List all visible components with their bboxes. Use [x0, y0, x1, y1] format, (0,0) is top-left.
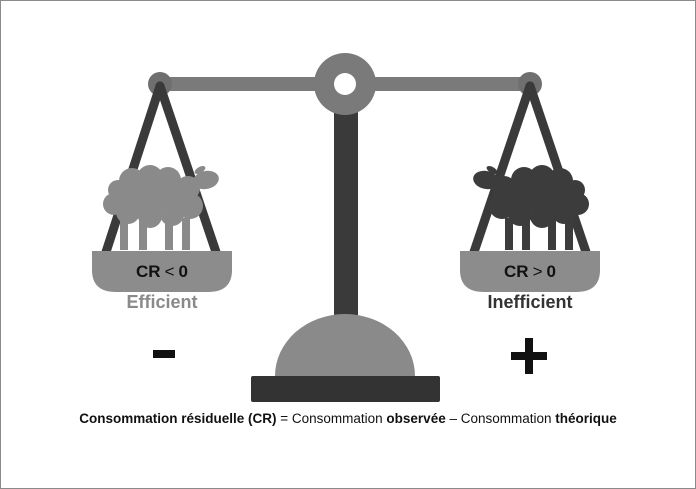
formula-equals-text: = Consommation	[276, 411, 387, 426]
formula-term-theoretical: théorique	[555, 411, 617, 426]
inefficient-label: Inefficient	[487, 292, 572, 312]
right-pan-cr-label: CR>0	[504, 262, 556, 281]
left-pan	[92, 251, 232, 292]
formula-caption: Consommation résiduelle (CR) = Consommat…	[0, 411, 696, 426]
pivot-hole	[334, 73, 356, 95]
base-dome	[275, 314, 415, 376]
right-sheep-icon	[473, 165, 589, 250]
formula-minus-text: – Consommation	[445, 411, 556, 426]
base-plate	[251, 376, 440, 402]
left-pan-cr-label: CR<0	[136, 262, 188, 281]
central-post	[334, 100, 358, 350]
formula-term-observed: observée	[386, 411, 446, 426]
efficient-label: Efficient	[126, 292, 197, 312]
minus-sign	[153, 350, 175, 358]
left-sheep-icon	[103, 165, 219, 250]
formula-term-residual: Consommation résiduelle (CR)	[79, 411, 277, 426]
plus-sign	[511, 338, 547, 374]
left-pan-string-right	[155, 81, 221, 257]
right-pan	[460, 251, 600, 292]
right-pan-string-left	[469, 81, 535, 257]
